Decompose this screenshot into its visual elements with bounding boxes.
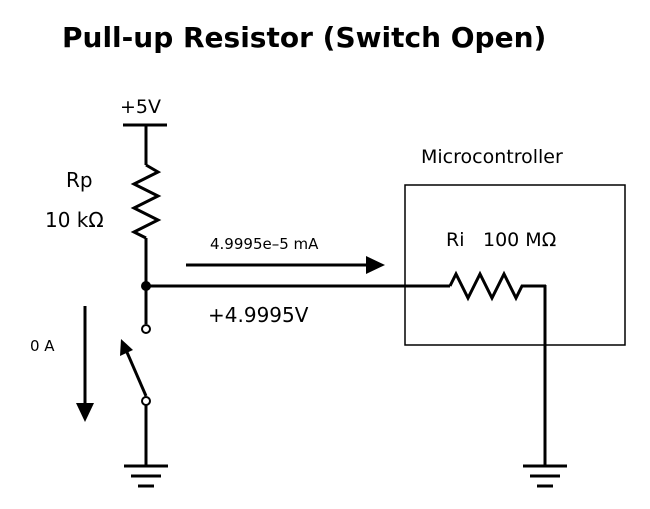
switch-current-arrow-icon — [76, 403, 94, 422]
node-voltage-label: +4.9995V — [208, 303, 309, 327]
ground-icon — [124, 464, 168, 488]
switch-current-label: 0 A — [30, 337, 55, 355]
microcontroller-box — [404, 184, 626, 346]
current-arrow-icon — [366, 256, 385, 274]
diagram-title: Pull-up Resistor (Switch Open) — [62, 21, 546, 54]
open-switch-icon — [120, 324, 151, 406]
ground-icon — [523, 464, 567, 488]
pullup-resistor-name: Rp — [66, 168, 93, 192]
input-resistor-name: Ri — [446, 229, 464, 251]
pullup-resistor-icon — [130, 163, 162, 240]
input-resistor-value: 100 MΩ — [483, 229, 556, 251]
supply-label: +5V — [120, 96, 161, 118]
pullup-resistor-value: 10 kΩ — [45, 208, 104, 232]
microcontroller-label: Microcontroller — [421, 146, 563, 168]
input-resistor-icon — [448, 270, 546, 302]
current-to-mcu-label: 4.9995e–5 mA — [210, 235, 319, 253]
